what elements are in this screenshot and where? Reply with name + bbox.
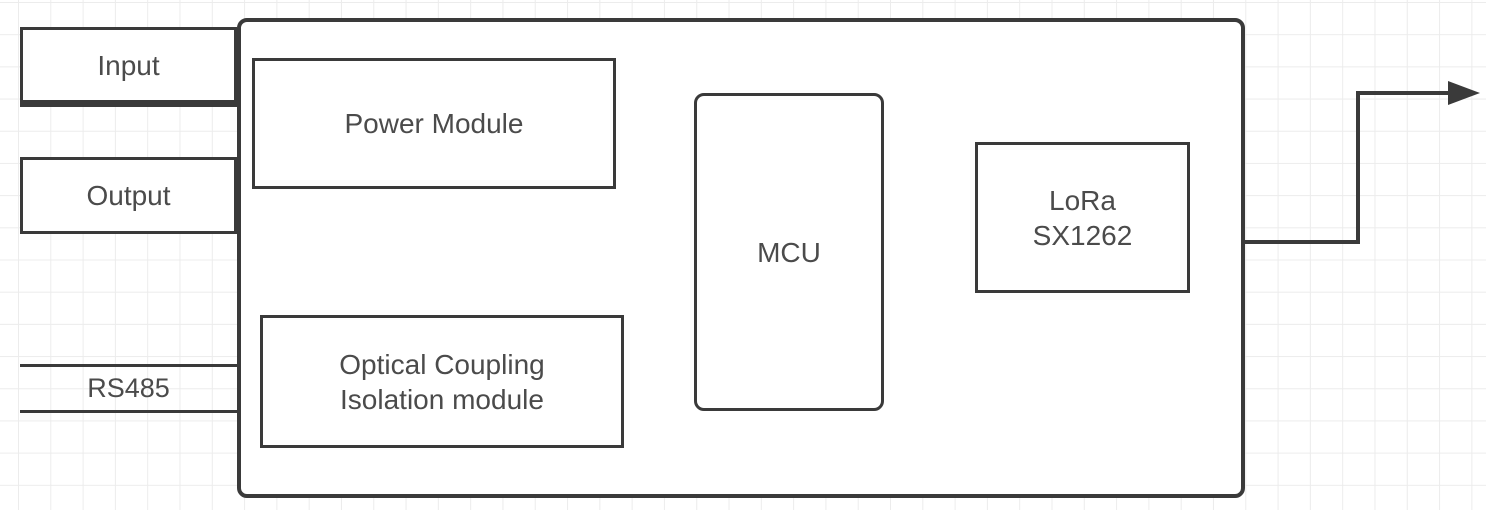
block-mcu-label: MCU — [757, 236, 821, 268]
block-output: Output — [20, 157, 237, 234]
block-input: Input — [20, 27, 237, 107]
block-optical-coupling-label: Optical Coupling Isolation module — [339, 347, 544, 417]
block-optical-coupling: Optical Coupling Isolation module — [260, 315, 624, 448]
optical-label-line1: Optical Coupling — [339, 348, 545, 380]
block-lora: LoRa SX1262 — [975, 142, 1190, 293]
optical-label-line2: Isolation module — [340, 383, 544, 415]
block-power-module-label: Power Module — [344, 108, 524, 139]
antenna-wire — [1245, 91, 1448, 244]
rs485-bus: RS485 — [20, 364, 237, 413]
block-input-label: Input — [97, 49, 160, 81]
arrowhead-icon — [1448, 81, 1480, 105]
block-mcu: MCU — [694, 93, 884, 411]
block-output-label: Output — [86, 180, 171, 211]
rs485-label: RS485 — [87, 373, 170, 403]
block-power-module: Power Module — [252, 58, 616, 189]
block-lora-label: LoRa SX1262 — [1033, 183, 1133, 253]
lora-label-line1: LoRa — [1049, 184, 1116, 216]
lora-label-line2: SX1262 — [1032, 219, 1133, 251]
